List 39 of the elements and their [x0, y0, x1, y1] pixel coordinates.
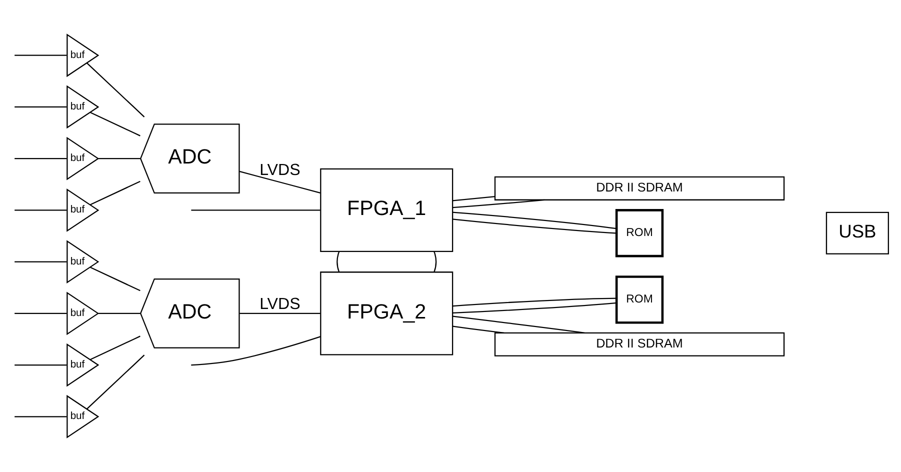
- connector: [90, 180, 140, 206]
- connector: [98, 312, 140, 314]
- connector: [14, 54, 66, 56]
- connector: [336, 251, 340, 272]
- connector: [90, 112, 140, 136]
- node-box: ROM: [614, 276, 664, 324]
- connector: [238, 170, 320, 194]
- connector: [452, 316, 584, 334]
- connector: [14, 106, 66, 108]
- node-box: DDR II SDRAM: [494, 332, 784, 356]
- connector: [452, 196, 494, 202]
- connector: [90, 266, 140, 292]
- node-box: ROM: [614, 209, 664, 258]
- connector: [14, 158, 66, 160]
- connector: [452, 218, 616, 234]
- connector: [433, 251, 436, 272]
- connector: [190, 336, 320, 366]
- node-box: USB: [825, 212, 888, 254]
- node-box: DDR II SDRAM: [494, 176, 784, 200]
- node-box: FPGA_1: [320, 168, 453, 252]
- connector: [190, 210, 320, 211]
- connector: [98, 158, 140, 160]
- node-box: FPGA_2: [320, 272, 453, 356]
- connector: [14, 261, 66, 262]
- connector: [14, 312, 66, 314]
- connector: [452, 212, 616, 230]
- connector: [14, 364, 66, 366]
- connector: [452, 302, 616, 314]
- connector: [452, 298, 616, 307]
- edge-label: LVDS: [259, 160, 300, 179]
- connector: [452, 199, 544, 208]
- connector: [452, 326, 504, 334]
- connector: [86, 354, 144, 410]
- edge-label: LVDS: [259, 295, 300, 314]
- connector: [239, 312, 320, 314]
- connector: [86, 62, 144, 118]
- connector: [14, 210, 66, 211]
- connector: [90, 336, 140, 360]
- connector: [14, 416, 66, 418]
